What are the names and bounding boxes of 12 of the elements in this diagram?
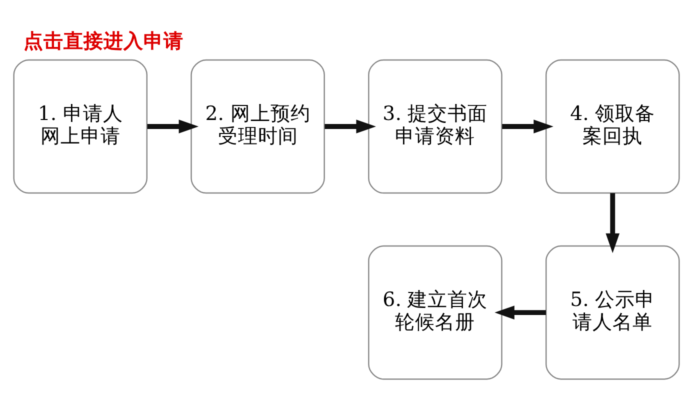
node-box: 6. 建立首次轮候名册 (368, 244, 502, 380)
node-box: 4. 领取备案回执 (545, 58, 680, 194)
diagram-title: 点击直接进入申请 (24, 28, 184, 52)
arrow (147, 119, 199, 133)
node-box: 1. 申请人网上申请 (13, 58, 148, 194)
arrow (494, 305, 546, 319)
arrow (324, 119, 376, 133)
node-box: 2. 网上预约受理时间 (190, 58, 325, 194)
arrow (606, 192, 620, 253)
node-box: 3. 提交书面申请资料 (368, 58, 502, 194)
node-box: 5. 公示申请人名单 (545, 244, 680, 380)
arrow (502, 119, 554, 133)
